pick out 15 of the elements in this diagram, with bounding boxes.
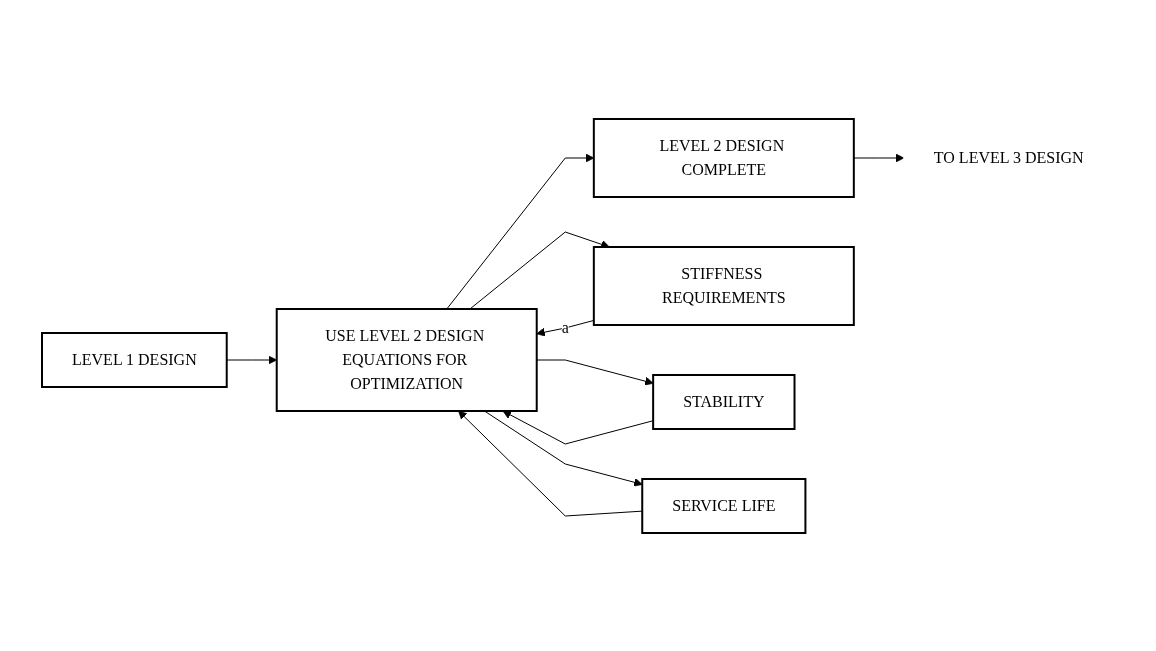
- edge-label: a: [561, 318, 570, 336]
- arrow: [536, 359, 654, 385]
- arrow: [469, 231, 610, 309]
- arrow: [446, 153, 595, 309]
- node-box: USE LEVEL 2 DESIGN EQUATIONS FOR OPTIMIZATION: [275, 307, 538, 412]
- node-box: STIFFNESS REQUIREMENTS: [593, 245, 856, 326]
- node-box: SERVICE LIFE: [641, 477, 807, 534]
- arrow: [458, 410, 643, 516]
- node-box: STABILITY: [652, 373, 796, 430]
- node-box: LEVEL 1 DESIGN: [41, 331, 228, 388]
- arrow: [484, 410, 643, 487]
- arrow: [502, 410, 654, 444]
- arrow: [536, 319, 595, 336]
- node-box: LEVEL 2 DESIGN COMPLETE: [593, 117, 856, 198]
- node-text: TO LEVEL 3 DESIGN: [934, 148, 1084, 166]
